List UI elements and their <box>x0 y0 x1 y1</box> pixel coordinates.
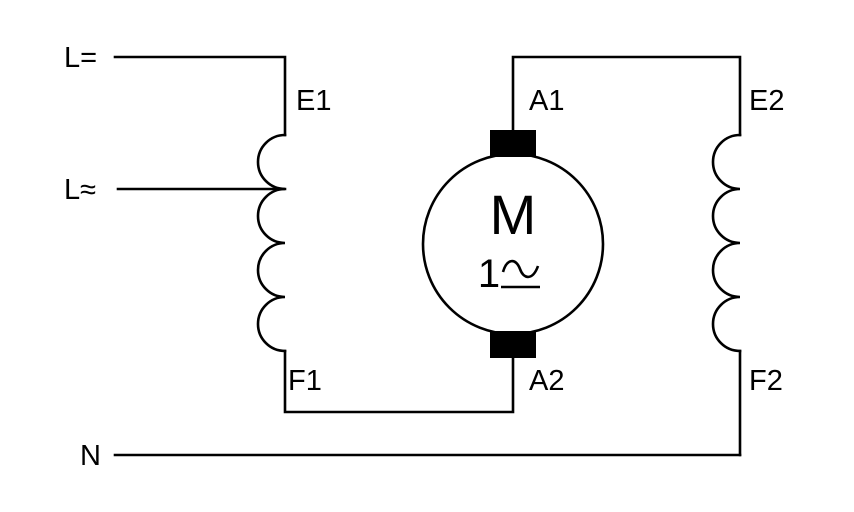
motor-phase-number: 1 <box>478 252 500 296</box>
field-coil-right <box>711 133 742 353</box>
label-f2: F2 <box>749 365 783 397</box>
label-e1: E1 <box>296 85 331 117</box>
label-line-dc: L= <box>64 42 97 74</box>
brush-top <box>490 130 536 157</box>
motor-type-symbol: 1 <box>478 252 540 296</box>
wire-f1-to-a2 <box>283 349 515 414</box>
label-a2: A2 <box>529 365 564 397</box>
label-line-ac: L≈ <box>64 174 96 206</box>
sine-wave-icon <box>501 259 540 279</box>
label-neutral: N <box>80 440 101 472</box>
motor-letter: M <box>490 183 537 246</box>
wire-group <box>113 55 742 457</box>
label-f1: F1 <box>288 365 322 397</box>
brush-bottom <box>490 331 536 358</box>
field-coil-left <box>256 133 287 353</box>
wire-dc-line <box>113 55 287 137</box>
label-a1: A1 <box>529 85 564 117</box>
wire-a1-to-e2 <box>511 55 742 137</box>
label-e2: E2 <box>749 85 784 117</box>
